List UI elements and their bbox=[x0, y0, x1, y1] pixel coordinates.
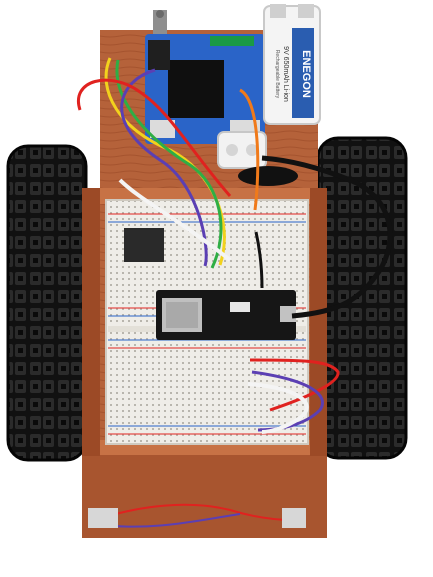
battery-9v: ENEGON 9V 650mAh Li-ion Rechargeable Bat… bbox=[263, 4, 321, 125]
motor-driver-board bbox=[145, 34, 265, 144]
left-track bbox=[6, 144, 88, 462]
esp32-board bbox=[156, 290, 296, 340]
sensor-module bbox=[124, 228, 164, 262]
battery-brand: ENEGON bbox=[300, 50, 312, 98]
usb-cable bbox=[261, 155, 393, 319]
battery-spec: 9V 650mAh Li-ion bbox=[282, 46, 289, 102]
black-switch bbox=[238, 166, 298, 186]
left-motor-mount bbox=[88, 508, 118, 528]
battery-clip-icon bbox=[153, 10, 167, 40]
right-motor-mount bbox=[282, 508, 306, 528]
battery-subtitle: Rechargeable Battery bbox=[274, 50, 280, 99]
terminal-connector bbox=[217, 131, 267, 169]
jumper-wires bbox=[76, 57, 340, 528]
